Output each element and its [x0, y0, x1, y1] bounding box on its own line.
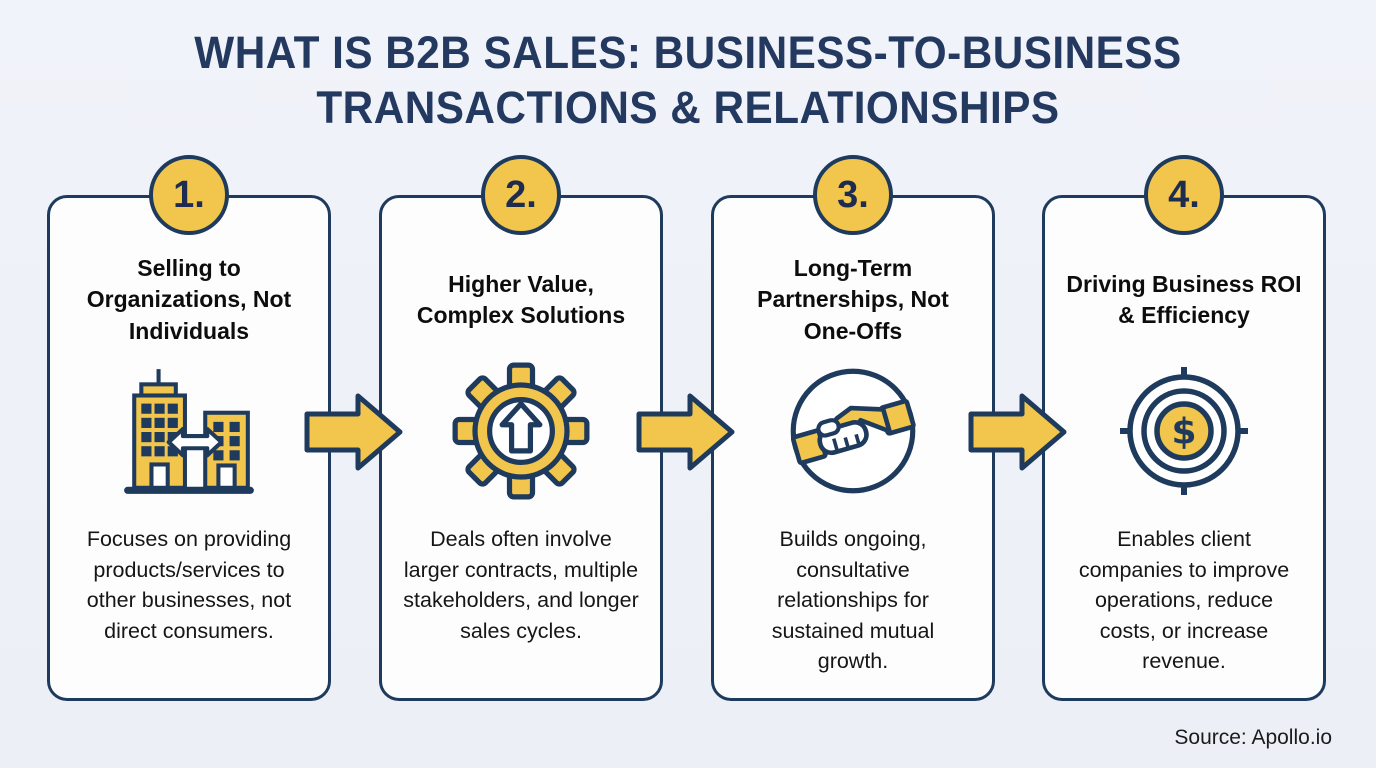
- step-description: Builds ongoing, consultative relationshi…: [771, 527, 935, 674]
- step-description: Focuses on providing products/services t…: [86, 527, 292, 643]
- source-credit: Source: Apollo.io: [1174, 726, 1332, 749]
- step-card-4: 4. Driving Business ROI & Efficiency $ E…: [1042, 155, 1326, 701]
- step-card-1: 1. Selling to Organizations, Not Individ…: [47, 155, 331, 701]
- page-title: WHAT IS B2B SALES: BUSINESS-TO-BUSINESS …: [194, 27, 1182, 133]
- step-number-badge: 4.: [1144, 155, 1224, 235]
- step-number-badge: 3.: [813, 155, 893, 235]
- step-description: Enables client companies to improve oper…: [1078, 527, 1290, 674]
- arrow-right-icon: [304, 393, 403, 471]
- step-card-3: 3. Long-Term Partnerships, Not One-Offs …: [711, 155, 995, 701]
- step-title: Selling to Organizations, Not Individual…: [86, 255, 292, 344]
- arrow-right-icon: [636, 393, 735, 471]
- step-title: Driving Business ROI & Efficiency: [1066, 270, 1302, 328]
- step-title: Higher Value, Complex Solutions: [416, 270, 626, 328]
- arrow-right-icon: [968, 393, 1067, 471]
- step-card-2: 2. Higher Value, Complex Solutions: [379, 155, 663, 701]
- handshake-icon: [785, 356, 921, 506]
- gear-growth-icon: [452, 356, 590, 506]
- target-dollar-icon: $: [1118, 356, 1250, 506]
- dollar-sign-glyph: $: [1171, 412, 1196, 453]
- buildings-exchange-icon: [118, 356, 260, 506]
- step-number-badge: 1.: [149, 155, 229, 235]
- step-number-badge: 2.: [481, 155, 561, 235]
- step-description: Deals often involve larger contracts, mu…: [403, 527, 639, 643]
- step-title: Long-Term Partnerships, Not One-Offs: [757, 255, 949, 344]
